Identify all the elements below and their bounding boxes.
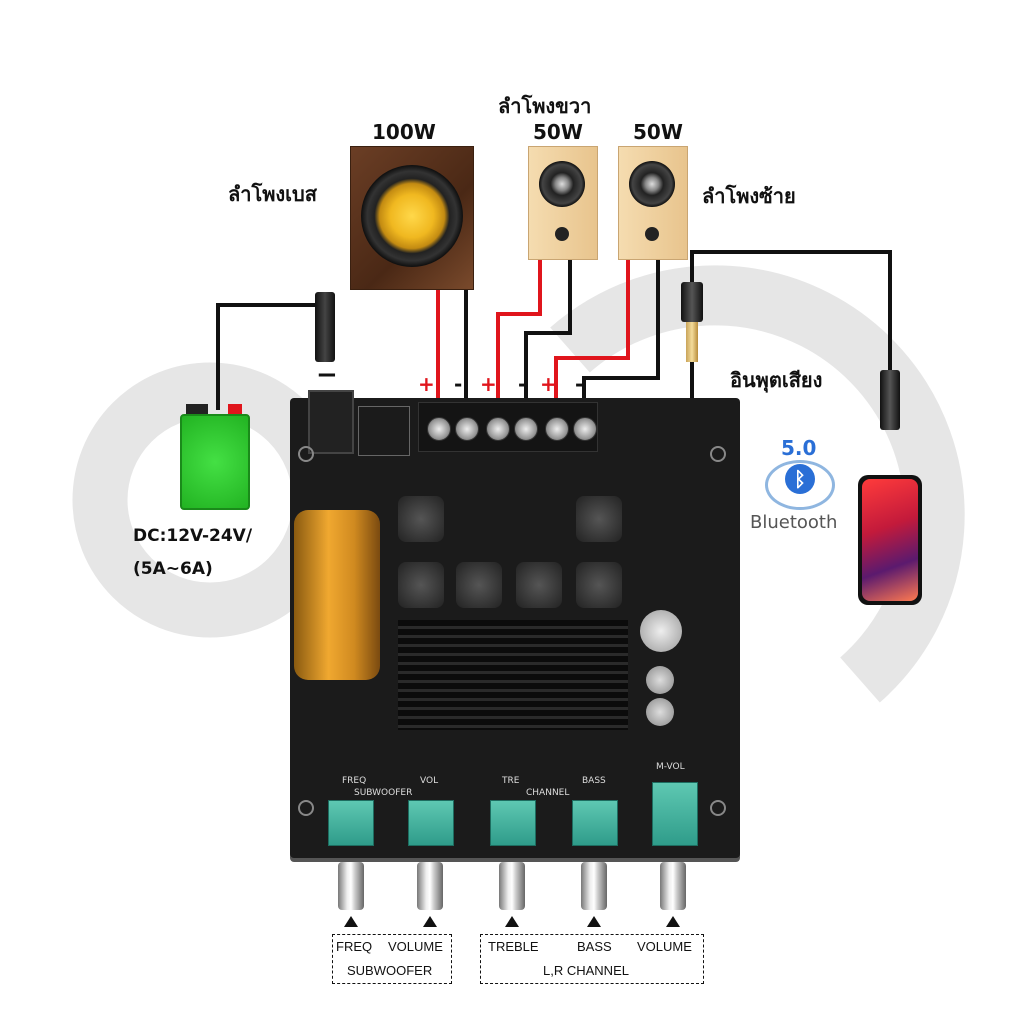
label-bass: BASS <box>577 939 612 954</box>
right-speaker <box>528 146 598 260</box>
bass-knob[interactable] <box>581 862 607 910</box>
inductor <box>576 496 622 542</box>
subwoofer-speaker <box>350 146 474 290</box>
silk-freq: FREQ <box>342 776 367 786</box>
channel-label-box: TREBLE BASS VOLUME L,R CHANNEL <box>480 934 704 984</box>
inductor <box>456 562 502 608</box>
capacitor <box>640 610 682 652</box>
heatsink <box>398 620 628 730</box>
silk-bass: BASS <box>582 776 606 786</box>
treble-pot <box>490 800 536 846</box>
terminal-right-neg[interactable] <box>514 417 538 441</box>
left-speaker <box>618 146 688 260</box>
terminal-right-pos[interactable] <box>486 417 510 441</box>
sub-volume-knob[interactable] <box>417 862 443 910</box>
power-spec-line2: (5A~6A) <box>133 559 213 579</box>
bluetooth-icon: ᛒ <box>794 467 806 491</box>
sign-left-pos: + <box>540 372 557 396</box>
sub-volume-pot <box>408 800 454 846</box>
terminal-sub-pos[interactable] <box>427 417 451 441</box>
inductor <box>398 496 444 542</box>
silk-subwoofer: SUBWOOFER <box>354 788 413 798</box>
smartphone <box>858 475 922 605</box>
freq-pot <box>328 800 374 846</box>
label-freq: FREQ <box>336 939 373 954</box>
aux-plug-board <box>681 282 703 322</box>
label-subwoofer: SUBWOOFER <box>347 963 433 978</box>
right-speaker-title: ลำโพงขวา <box>498 94 592 118</box>
silk-m-vol: M-VOL <box>656 762 685 772</box>
sign-left-neg: - <box>575 372 584 396</box>
right-watt-label: 50W <box>533 120 583 144</box>
master-volume-pot <box>652 782 698 846</box>
capacitor <box>646 698 674 726</box>
dc-jack <box>308 390 354 454</box>
audio-input-label: อินพุตเสียง <box>730 368 823 392</box>
silk-channel: CHANNEL <box>526 788 570 798</box>
sign-sub-neg: - <box>454 372 463 396</box>
sign-sub-pos: + <box>418 372 435 396</box>
arrow-up-icon <box>587 916 601 927</box>
silk-vol: VOL <box>420 776 439 786</box>
dc-minus-sign: − <box>316 360 338 390</box>
terminal-left-pos[interactable] <box>545 417 569 441</box>
sign-right-neg: - <box>518 372 527 396</box>
label-lr-channel: L,R CHANNEL <box>543 963 629 978</box>
aux-plug-phone <box>880 370 900 430</box>
label-volume: VOLUME <box>637 939 692 954</box>
inductor <box>516 562 562 608</box>
master-volume-knob[interactable] <box>660 862 686 910</box>
left-speaker-label: ลำโพงซ้าย <box>702 184 796 208</box>
bluetooth-logo: ᛒ 5.0 <box>765 436 835 510</box>
aux-plug-pin <box>686 322 698 362</box>
dc-plug <box>315 292 335 362</box>
sub-watt-label: 100W <box>372 120 436 144</box>
left-watt-label: 50W <box>633 120 683 144</box>
bluetooth-label: Bluetooth <box>750 512 838 533</box>
terminal-left-neg[interactable] <box>573 417 597 441</box>
terminal-sub-neg[interactable] <box>455 417 479 441</box>
arrow-up-icon <box>666 916 680 927</box>
main-capacitor <box>294 510 380 680</box>
sub-speaker-label: ลำโพงเบส <box>228 182 317 206</box>
power-spec-line1: DC:12V-24V/ <box>133 526 253 546</box>
freq-knob[interactable] <box>338 862 364 910</box>
arrow-up-icon <box>423 916 437 927</box>
label-sub-volume: VOLUME <box>388 939 443 954</box>
sign-right-pos: + <box>480 372 497 396</box>
subwoofer-label-box: FREQ VOLUME SUBWOOFER <box>332 934 452 984</box>
amplifier-board: FREQ VOL SUBWOOFER TRE CHANNEL BASS M-VO… <box>290 390 740 858</box>
arrow-up-icon <box>505 916 519 927</box>
silk-tre: TRE <box>502 776 520 786</box>
label-treble: TREBLE <box>488 939 539 954</box>
arrow-up-icon <box>344 916 358 927</box>
bluetooth-version: 5.0 <box>781 436 817 460</box>
inductor <box>398 562 444 608</box>
bass-pot <box>572 800 618 846</box>
capacitor <box>646 666 674 694</box>
inductor <box>576 562 622 608</box>
treble-knob[interactable] <box>499 862 525 910</box>
battery-icon <box>180 414 250 510</box>
